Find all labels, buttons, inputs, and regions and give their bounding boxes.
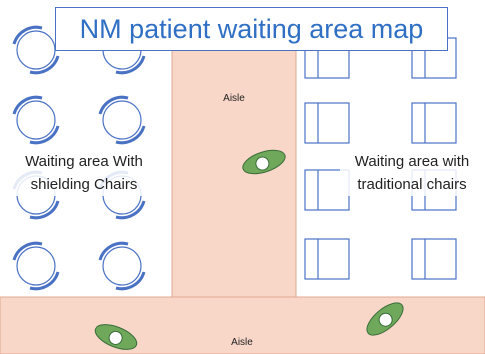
vertical-aisle (171, 47, 297, 299)
shielding-chair-icon (98, 95, 146, 145)
aisle-marker-icon (242, 149, 286, 175)
right-waiting-area-label: Waiting area with traditional chairs (340, 150, 484, 196)
shielding-chair-icon (98, 241, 146, 291)
shielding-chair-icon (12, 95, 60, 145)
shielding-chair-icon (12, 25, 60, 75)
traditional-chair-icon (411, 102, 457, 144)
traditional-chair-icon (304, 238, 350, 280)
horizontal-aisle-label: Aisle (231, 337, 253, 348)
right-area-label-line1: Waiting area with (354, 153, 470, 170)
traditional-chair-icon (411, 238, 457, 280)
aisle-marker-icon (94, 324, 138, 350)
left-waiting-area-label: Waiting area With shielding Chairs (2, 150, 166, 196)
left-area-label-line2: shielding Chairs (30, 176, 138, 193)
left-area-label-line1: Waiting area With (25, 153, 143, 170)
right-area-label-line2: traditional chairs (357, 176, 467, 193)
vertical-aisle-label: Aisle (223, 93, 245, 104)
aisle-marker-icon (366, 302, 404, 336)
traditional-chair-icon (304, 102, 350, 144)
shielding-chair-icon (12, 241, 60, 291)
map-title: NM patient waiting area map (55, 7, 448, 51)
horizontal-aisle (0, 296, 485, 354)
